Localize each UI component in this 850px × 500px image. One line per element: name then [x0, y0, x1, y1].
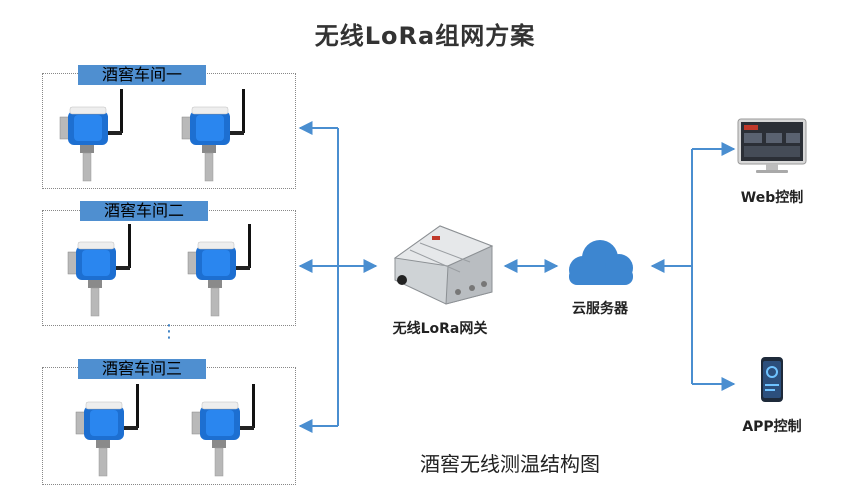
workshop-label-3: 酒窖车间三	[78, 359, 206, 379]
sensor-2a	[67, 223, 132, 317]
diagram-title: 无线LoRa组网方案	[314, 22, 536, 50]
cloud-icon	[569, 240, 633, 285]
sensor-3a	[75, 383, 140, 477]
phone-icon	[761, 357, 783, 402]
sensor-2b	[187, 223, 252, 317]
monitor-icon	[737, 118, 807, 173]
cloud-label: 云服务器	[572, 301, 628, 317]
app-control-label: APP控制	[742, 419, 802, 435]
web-control-label: Web控制	[740, 190, 804, 206]
diagram-caption: 酒窖无线测温结构图	[420, 452, 600, 476]
workshop-label-2: 酒窖车间二	[80, 201, 208, 221]
gateway-label: 无线LoRa网关	[392, 321, 488, 337]
gateway-device	[393, 225, 494, 305]
sensor-3b	[191, 383, 256, 477]
workshop-label-1: 酒窖车间一	[78, 65, 206, 85]
sensor-1b	[181, 88, 246, 182]
sensor-1a	[59, 88, 124, 182]
